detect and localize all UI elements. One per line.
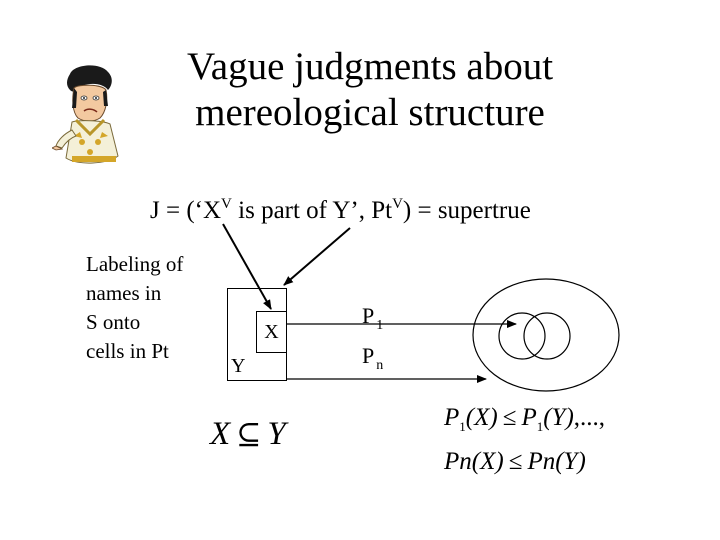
f1-a: P — [444, 404, 459, 431]
f2-a: Pn(X) — [444, 448, 504, 475]
inner-circle-left — [499, 313, 545, 359]
projection-formula-n: Pn(X)≤Pn(Y) — [444, 448, 586, 476]
subset-eq-symbol: ⊆ — [236, 418, 261, 451]
f1-tail: ,..., — [574, 404, 605, 431]
projection-formula-1: P1(X)≤P1(Y),..., — [444, 404, 605, 435]
outer-ellipse — [473, 279, 619, 391]
f1-b-arg: (Y) — [543, 404, 574, 431]
f2-b: Pn(Y) — [527, 448, 585, 475]
formula-y: Y — [267, 416, 285, 452]
inner-circle-right — [524, 313, 570, 359]
formula-x: X — [210, 416, 230, 452]
f1-a-arg: (X) — [466, 404, 498, 431]
arrow-pt-to-box — [284, 228, 350, 285]
subset-formula: X⊆Y — [210, 416, 286, 453]
f1-b: P — [521, 404, 536, 431]
leq-symbol-1: ≤ — [503, 404, 517, 431]
leq-symbol-2: ≤ — [509, 448, 523, 475]
arrow-x-to-box — [223, 224, 271, 309]
